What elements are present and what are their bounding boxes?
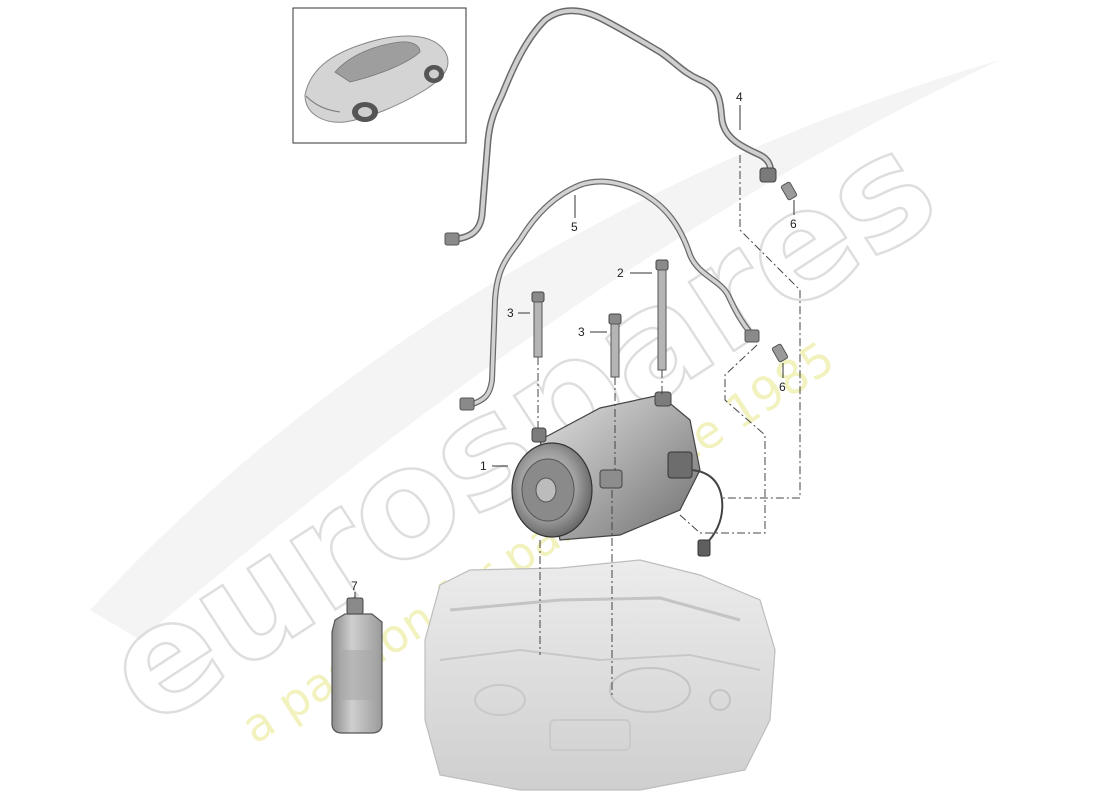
callout-7: 7: [351, 579, 358, 598]
callout-5-label: 5: [571, 220, 578, 234]
callout-3a-label: 3: [507, 306, 514, 320]
bolt-3b: [608, 313, 622, 378]
seal-ring-icon: [771, 343, 789, 363]
callout-6a: 6: [790, 200, 797, 231]
refrigerant-line-5: [459, 178, 760, 411]
callout-3a: 3: [507, 306, 530, 320]
seal-ring-6b: [771, 343, 789, 363]
long-bolt-2: [655, 259, 669, 371]
callout-6b-label: 6: [779, 380, 786, 394]
oil-bottle-icon: [331, 597, 383, 734]
bolt-3a: [531, 291, 545, 358]
callout-4: 4: [736, 90, 743, 130]
callout-4-label: 4: [736, 90, 743, 104]
ac-compressor-icon: [511, 391, 724, 557]
callouts: 1 2 3 3 4 5 6 6: [351, 90, 797, 598]
engine-block: [424, 559, 776, 791]
assembly-lines: [537, 155, 801, 695]
callout-6b: 6: [779, 363, 786, 394]
callout-3b: 3: [578, 325, 607, 339]
callout-5: 5: [571, 195, 578, 234]
callout-2-label: 2: [617, 266, 624, 280]
callout-1: 1: [480, 459, 508, 473]
callout-2: 2: [617, 266, 652, 280]
callout-1-label: 1: [480, 459, 487, 473]
bolt-icon: [608, 313, 622, 378]
callout-3b-label: 3: [578, 325, 585, 339]
watermark-swoosh: [90, 60, 1000, 640]
seal-ring-6a: [780, 181, 798, 201]
oil-bottle-7: [331, 597, 383, 734]
bolt-icon: [531, 291, 545, 358]
callout-6a-label: 6: [790, 217, 797, 231]
long-bolt-icon: [655, 259, 669, 371]
ac-compressor-1: [511, 391, 724, 557]
car-thumbnail: [292, 7, 467, 144]
car-thumbnail-icon: [304, 35, 449, 123]
seal-ring-icon: [780, 181, 798, 201]
callout-7-label: 7: [351, 579, 358, 593]
refrigerant-hose-4: [444, 7, 777, 246]
